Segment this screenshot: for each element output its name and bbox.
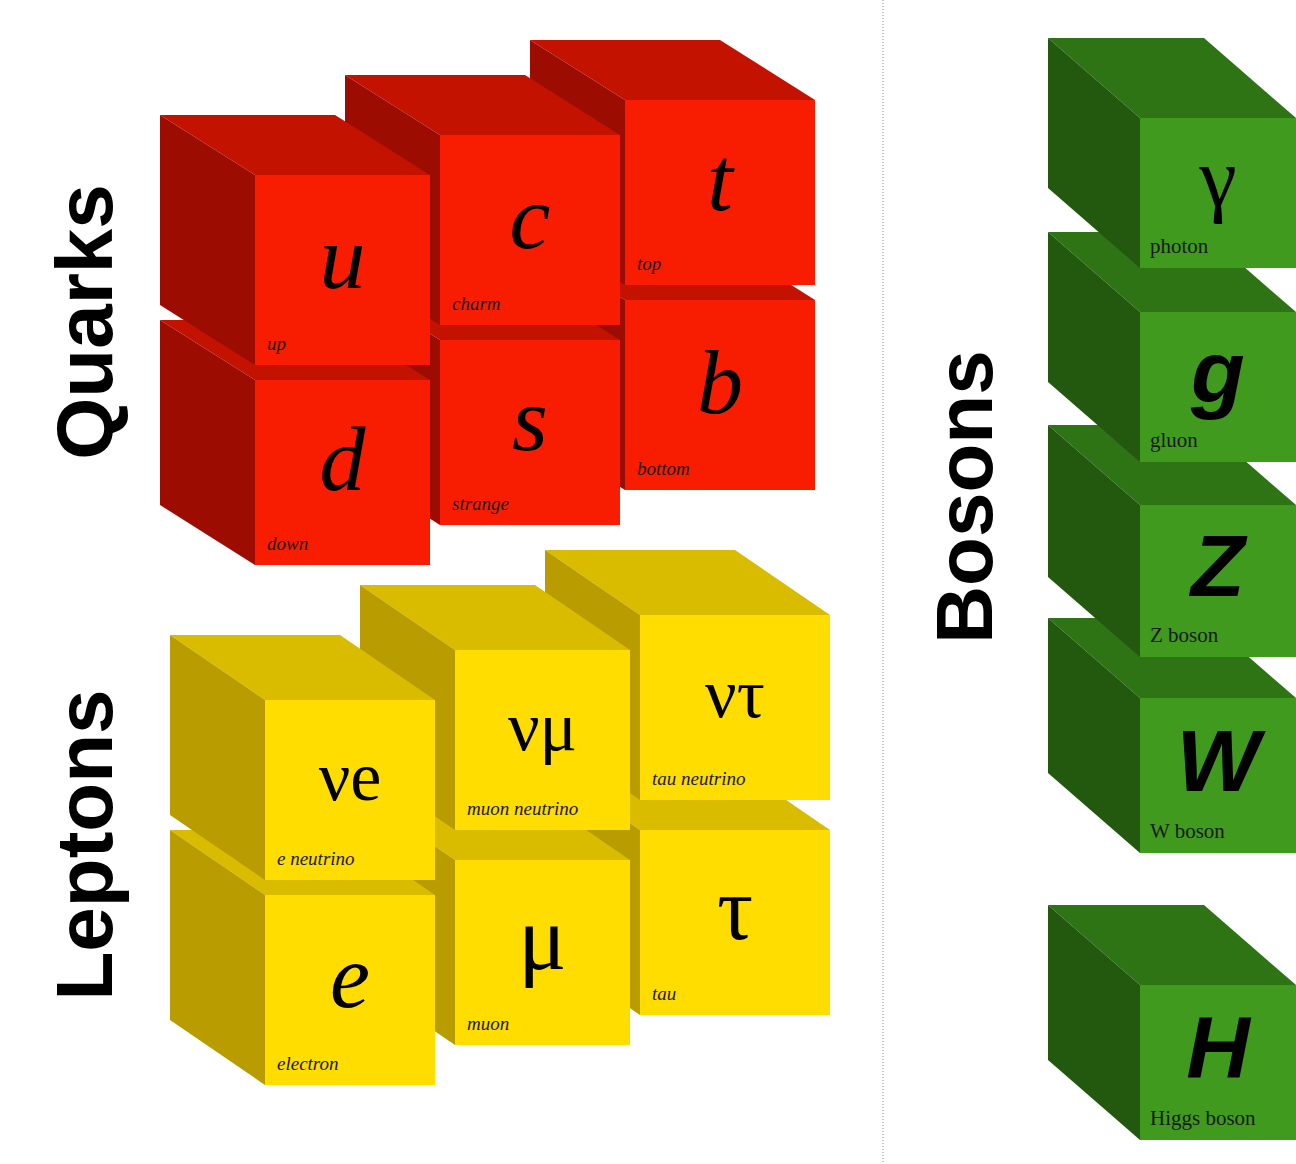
cube-shape bbox=[160, 115, 430, 365]
cube-front: g gluon bbox=[1140, 312, 1296, 462]
particle-name: W boson bbox=[1150, 820, 1225, 843]
cube-face bbox=[1140, 505, 1296, 657]
cube-face bbox=[1140, 312, 1296, 462]
particle-symbol: μ bbox=[518, 894, 566, 984]
particle-name: tau bbox=[652, 984, 676, 1005]
particle-symbol: νμ bbox=[508, 692, 577, 762]
cube-face bbox=[1140, 118, 1296, 268]
cube-face bbox=[625, 300, 815, 490]
cube-face bbox=[1048, 618, 1140, 853]
cube-face bbox=[530, 240, 815, 300]
cube-face bbox=[360, 585, 455, 830]
cube-front: γ photon bbox=[1140, 118, 1296, 268]
particle-name: muon neutrino bbox=[467, 799, 578, 820]
cube-face bbox=[1140, 985, 1296, 1140]
cube-front: νe e neutrino bbox=[265, 700, 435, 880]
particle-name: charm bbox=[452, 294, 501, 315]
cube-face bbox=[640, 830, 830, 1015]
cube-front: Z Z boson bbox=[1140, 505, 1296, 657]
particle-name: bottom bbox=[637, 459, 690, 480]
particle-symbol: W bbox=[1176, 717, 1259, 805]
cube-front: μ muon bbox=[455, 860, 630, 1045]
particle-symbol: g bbox=[1191, 328, 1245, 416]
cube-face bbox=[265, 700, 435, 880]
particle-name: Higgs boson bbox=[1150, 1107, 1256, 1130]
cube-shape bbox=[170, 635, 435, 880]
particle-name: tau neutrino bbox=[652, 769, 745, 790]
particle-symbol: b bbox=[697, 336, 743, 428]
cube-front: ντ tau neutrino bbox=[640, 615, 830, 800]
cube-face bbox=[455, 650, 630, 830]
group-label: Bosons bbox=[925, 350, 1005, 643]
particle-symbol: t bbox=[707, 133, 733, 225]
group-label: Leptons bbox=[45, 689, 125, 1000]
cube-face bbox=[255, 380, 430, 565]
particle-symbol: γ bbox=[1199, 136, 1236, 220]
particle-name: muon bbox=[467, 1014, 509, 1035]
particle-name: top bbox=[637, 254, 661, 275]
particle-symbol: s bbox=[512, 373, 548, 465]
cube-front: b bottom bbox=[625, 300, 815, 490]
cube-face bbox=[530, 40, 625, 285]
particle-symbol: c bbox=[510, 171, 551, 263]
particle-symbol: ντ bbox=[705, 659, 765, 729]
cube-front: τ tau bbox=[640, 830, 830, 1015]
particle-symbol: τ bbox=[717, 864, 753, 954]
particle-symbol: e bbox=[330, 932, 370, 1022]
particle-symbol: Z bbox=[1191, 522, 1245, 610]
cube-face bbox=[265, 895, 435, 1085]
particle-name: Z boson bbox=[1150, 624, 1218, 647]
cube-face bbox=[170, 830, 265, 1085]
cube-face bbox=[345, 75, 440, 325]
cube-front: c charm bbox=[440, 135, 620, 325]
cube-shape bbox=[1048, 905, 1296, 1140]
particle-name: down bbox=[267, 534, 308, 555]
cube-face bbox=[360, 795, 455, 1045]
cube-face bbox=[625, 100, 815, 285]
particle-symbol: H bbox=[1186, 1004, 1250, 1092]
cube-front: W W boson bbox=[1140, 698, 1296, 853]
cube-front: νμ muon neutrino bbox=[455, 650, 630, 830]
particle-name: photon bbox=[1150, 235, 1208, 258]
particle-name: strange bbox=[452, 494, 509, 515]
particle-name: e neutrino bbox=[277, 849, 355, 870]
particle-symbol: νe bbox=[319, 742, 382, 812]
particle-cube: νe e neutrino bbox=[170, 635, 435, 880]
cube-face bbox=[345, 280, 440, 525]
group-label: Quarks bbox=[45, 184, 125, 460]
cube-face bbox=[545, 765, 640, 1015]
cube-front: d down bbox=[255, 380, 430, 565]
cube-face bbox=[345, 280, 620, 340]
cube-front: t top bbox=[625, 100, 815, 285]
cube-face bbox=[160, 320, 255, 565]
particle-name: gluon bbox=[1150, 429, 1198, 452]
particle-cube: H Higgs boson bbox=[1048, 905, 1296, 1140]
particle-cube: u up bbox=[160, 115, 430, 365]
cube-front: s strange bbox=[440, 340, 620, 525]
cube-shape bbox=[1048, 38, 1296, 268]
cube-face bbox=[440, 135, 620, 325]
cube-face bbox=[545, 550, 640, 800]
particle-cube: γ photon bbox=[1048, 38, 1296, 268]
cube-face bbox=[360, 795, 630, 860]
particle-name: up bbox=[267, 334, 286, 355]
divider-line bbox=[883, 0, 884, 1164]
cube-front: H Higgs boson bbox=[1140, 985, 1296, 1140]
cube-front: u up bbox=[255, 175, 430, 365]
cube-face bbox=[545, 765, 830, 830]
particle-symbol: u bbox=[320, 211, 366, 303]
cube-face bbox=[440, 340, 620, 525]
cube-face bbox=[255, 175, 430, 365]
cube-face bbox=[455, 860, 630, 1045]
cube-face bbox=[530, 240, 625, 490]
cube-face bbox=[1140, 698, 1296, 853]
cube-face bbox=[1048, 905, 1140, 1140]
particle-name: electron bbox=[277, 1054, 339, 1075]
cube-front: e electron bbox=[265, 895, 435, 1085]
cube-face bbox=[640, 615, 830, 800]
particle-symbol: d bbox=[320, 413, 366, 505]
